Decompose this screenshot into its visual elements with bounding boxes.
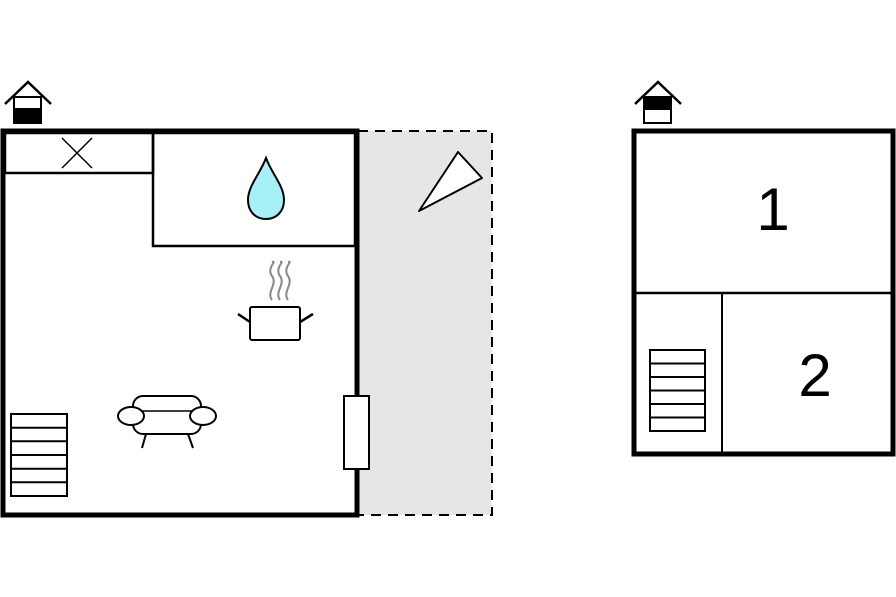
terrace-triangle-icon xyxy=(418,151,483,212)
water-drop-icon xyxy=(246,155,286,221)
stairs-icon xyxy=(10,413,68,497)
room-number-1: 1 xyxy=(756,176,789,243)
sofa-icon xyxy=(117,395,217,449)
house-upper-floor-icon xyxy=(634,80,682,124)
house-ground-floor-icon xyxy=(4,80,52,124)
room-number-2: 2 xyxy=(798,342,831,409)
window-icon xyxy=(343,395,370,470)
ground-floor xyxy=(0,80,493,518)
cross-mark-icon xyxy=(61,137,93,169)
terrace-area xyxy=(357,130,493,516)
upper-floor: 1 2 xyxy=(631,80,896,457)
cooking-pot-icon xyxy=(237,260,314,341)
stairs-icon xyxy=(649,349,706,432)
bathroom-room xyxy=(151,131,357,248)
